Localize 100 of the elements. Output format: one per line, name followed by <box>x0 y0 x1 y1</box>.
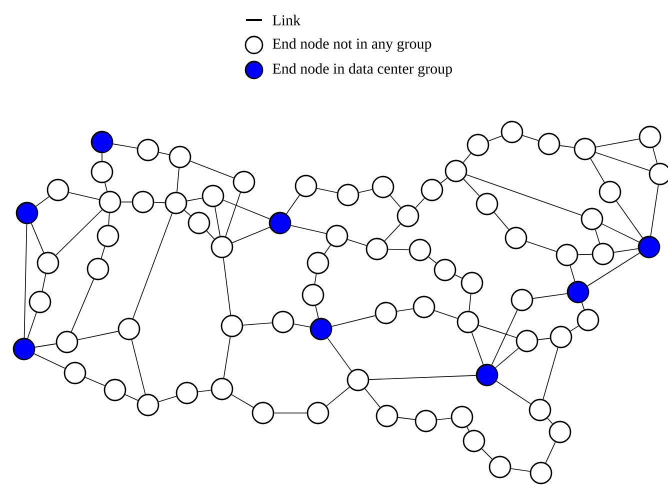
node-circle <box>576 308 600 332</box>
link-line <box>368 375 476 380</box>
node-circle <box>456 310 480 334</box>
link-line <box>594 229 600 244</box>
link-line <box>214 206 220 236</box>
link-line <box>327 338 352 372</box>
link-line <box>614 248 638 253</box>
link-line <box>596 138 640 148</box>
link-line <box>454 274 462 279</box>
node-circle <box>374 302 398 324</box>
node-circle <box>164 192 188 214</box>
node-circle <box>336 184 360 206</box>
link-line <box>478 325 517 338</box>
node-circle <box>104 378 126 402</box>
node-circle <box>510 288 534 312</box>
link-line <box>131 339 146 395</box>
node-circle <box>548 420 572 444</box>
link-line <box>496 380 532 404</box>
node-circle <box>460 272 484 294</box>
link-line <box>68 192 100 200</box>
node-circle <box>220 314 244 338</box>
link-line <box>158 396 177 402</box>
node-circle <box>272 310 294 334</box>
link-line <box>198 390 212 392</box>
link-line <box>570 265 576 282</box>
node-circle <box>372 176 394 198</box>
node-circle <box>444 160 468 182</box>
link-line <box>542 347 558 400</box>
node-circle <box>528 398 552 422</box>
node-circle <box>136 138 160 162</box>
node-circle <box>550 326 572 348</box>
link-line <box>324 244 331 254</box>
link-line <box>581 302 585 310</box>
link-line <box>602 224 640 242</box>
node-circle <box>96 224 120 248</box>
link-line <box>222 200 270 220</box>
link-line <box>488 136 502 142</box>
node-circle <box>516 330 538 352</box>
legend-text: End node in data center group <box>272 63 452 77</box>
link-line <box>132 213 172 319</box>
node-circle <box>500 120 524 144</box>
link-line <box>100 246 106 259</box>
group-node-circle <box>90 130 114 154</box>
link-line <box>578 254 592 256</box>
link-line <box>70 278 94 332</box>
link-line <box>358 189 372 193</box>
link-line <box>495 348 519 368</box>
group-node-circle <box>16 202 38 224</box>
link-line <box>42 274 46 292</box>
link-line <box>532 293 568 299</box>
link-line <box>652 147 658 164</box>
link-line <box>650 184 659 236</box>
node-circle <box>302 284 324 306</box>
link-line <box>314 274 317 284</box>
link-line <box>510 468 530 472</box>
node-circle <box>176 382 198 404</box>
group-node-circle <box>566 280 590 304</box>
node-circle <box>98 190 122 214</box>
link-line <box>466 426 470 432</box>
node-circle <box>210 378 234 400</box>
node-circle <box>168 146 192 168</box>
link-line <box>176 168 180 192</box>
node-circle <box>504 226 528 250</box>
link-line <box>538 338 550 340</box>
link-line <box>436 418 452 420</box>
link-line <box>570 326 579 332</box>
node-circle <box>580 208 604 230</box>
node-circle <box>598 180 622 204</box>
node-circle <box>462 430 486 452</box>
link-line <box>390 195 402 208</box>
link-line <box>190 160 234 178</box>
link-line <box>415 198 425 208</box>
link-line <box>331 315 376 327</box>
link-line <box>206 230 215 240</box>
link-line <box>36 196 50 207</box>
node-circle <box>306 252 330 274</box>
node-circle <box>202 184 224 208</box>
node-circle <box>86 258 110 280</box>
node-circle <box>366 238 388 260</box>
link-line <box>104 182 108 192</box>
link-line <box>223 336 231 378</box>
node-circle <box>64 362 86 384</box>
link-line <box>316 188 338 194</box>
link-line <box>225 192 241 237</box>
node-circle <box>232 170 256 194</box>
node-circle <box>466 134 490 156</box>
link-line <box>560 145 574 148</box>
node-circle <box>434 258 456 282</box>
node-circle <box>36 252 60 274</box>
link-line <box>124 394 138 401</box>
node-circle <box>346 368 370 392</box>
link-line <box>112 144 138 148</box>
node-circle <box>326 224 348 248</box>
link-line <box>24 224 28 338</box>
link-line <box>462 153 472 163</box>
node-circle <box>450 406 474 428</box>
link-line <box>463 178 480 196</box>
node-circle <box>118 318 140 340</box>
node-circle <box>414 410 438 432</box>
link-line <box>595 152 650 171</box>
